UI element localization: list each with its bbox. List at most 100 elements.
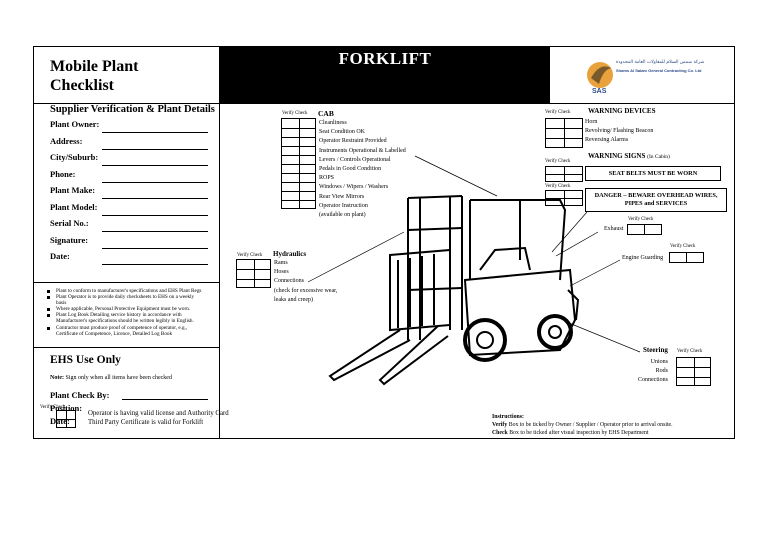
- note-item: Plant Log Book Detailing service history…: [47, 312, 205, 324]
- grid-divider: [282, 137, 315, 138]
- supplier-field-line[interactable]: [102, 264, 208, 265]
- warning-signs-heading: WARNING SIGNS (In Cabin): [588, 152, 670, 160]
- warning-devices-verify-label: Verify Check: [545, 110, 571, 115]
- supplier-field-row: Plant Model:: [50, 202, 210, 216]
- note-item: Where applicable, Personal Protective Eq…: [47, 306, 205, 312]
- warning-signs-verify-grid-2[interactable]: [545, 190, 583, 206]
- overhead-wires-sign: DANGER – BEWARE OVERHEAD WIRES, PIPES an…: [585, 188, 727, 212]
- overhead-wires-line-1: DANGER – BEWARE OVERHEAD WIRES,: [594, 192, 718, 199]
- supplier-field-label: Address:: [50, 135, 83, 146]
- instructions-verify-text: Box to be ticked by Owner / Supplier / O…: [507, 422, 673, 428]
- checklist-item: Levers / Controls Operational: [319, 156, 391, 163]
- checklist-item: Horn: [585, 119, 598, 125]
- warning-devices-title: WARNING DEVICES: [588, 107, 656, 115]
- supplier-field-row: Date:: [50, 251, 210, 265]
- engine-guarding-label: Engine Guarding: [622, 255, 664, 261]
- cab-verify-grid[interactable]: [281, 118, 316, 209]
- grid-divider: [237, 279, 270, 280]
- instructions: Instructions: Verify Box to be ticked by…: [492, 413, 673, 437]
- logo-english-text: Shams Al Salam General Contracting Co. L…: [616, 68, 702, 73]
- ehs-section-title: EHS Use Only: [50, 354, 121, 366]
- checklist-item: Windows / Wipers / Washers: [319, 184, 389, 191]
- ehs-verify-label: Verify Check: [40, 405, 66, 410]
- checklist-item: Rear View Mirrors: [319, 193, 365, 200]
- company-logo: SAS شركة شمس السلام للمقاولات العامة الم…: [583, 54, 705, 96]
- checklist-item: Hoses: [274, 269, 289, 276]
- plant-check-by-line[interactable]: [122, 399, 208, 400]
- supplier-field-label: Plant Model:: [50, 201, 98, 212]
- supplier-field-line[interactable]: [102, 214, 208, 216]
- grid-divider: [282, 200, 315, 201]
- grid-divider: [282, 191, 315, 192]
- checklist-item: Connections: [638, 377, 668, 384]
- grid-divider: [282, 146, 315, 147]
- forklift-illustration: [328, 195, 580, 386]
- warning-signs-verify-label-2: Verify Check: [545, 184, 571, 189]
- supplier-field-line[interactable]: [102, 148, 208, 150]
- checklist-item: Seat Condition OK: [319, 129, 365, 136]
- supplier-field-line[interactable]: [102, 231, 208, 232]
- cab-verify-label: Verify Check: [282, 111, 308, 116]
- supplier-field-row: Plant Owner:: [50, 119, 210, 133]
- supplier-field-label: Plant Owner:: [50, 119, 100, 129]
- instructions-verify: Verify Box to be ticked by Owner / Suppl…: [492, 421, 673, 429]
- engine-guarding-verify-label: Verify Check: [670, 244, 696, 249]
- logo-arabic-text: شركة شمس السلام للمقاولات العامة المحدود…: [616, 60, 705, 65]
- checklist-item: leaks and creep): [274, 296, 313, 303]
- forklift-banner: FORKLIFT: [220, 46, 550, 103]
- ehs-date-label: Date:: [50, 416, 70, 426]
- supplier-field-line[interactable]: [102, 181, 208, 183]
- header-divider: [33, 103, 735, 104]
- ehs-verify-grid[interactable]: [56, 410, 76, 428]
- supplier-field-label: Serial No.:: [50, 218, 89, 228]
- grid-divider: [677, 367, 710, 368]
- grid-divider: [299, 119, 300, 208]
- grid-divider: [677, 377, 710, 378]
- engine-guarding-verify-grid[interactable]: [669, 252, 704, 263]
- supplier-field-row: City/Suburb:: [50, 152, 210, 166]
- checklist-item: Unions: [650, 359, 668, 365]
- checklist-item: Revolving/ Flashing Beacon: [585, 128, 654, 135]
- ehs-item-license: Operator is having valid license and Aut…: [88, 410, 229, 417]
- supplier-field-label: City/Suburb:: [50, 152, 99, 162]
- instructions-check-text: Box to be ticked after visual inspection…: [507, 430, 649, 436]
- grid-divider: [282, 155, 315, 156]
- column-divider: [219, 46, 220, 439]
- checklist-item: Pedals in Good Condition: [319, 166, 382, 173]
- warning-signs-verify-grid-1[interactable]: [545, 166, 583, 182]
- supplier-field-line[interactable]: [102, 247, 208, 249]
- ehs-item-certificate: Third Party Certificate is valid for For…: [88, 419, 204, 426]
- grid-divider: [546, 128, 582, 129]
- supplier-field-line[interactable]: [102, 198, 208, 199]
- position-label: Position:: [50, 403, 83, 413]
- logo-graphic: SAS: [587, 62, 613, 95]
- checklist-item: Reversing Alarms: [585, 137, 629, 144]
- title-line-1: Mobile Plant: [50, 58, 139, 75]
- checklist-item: Operator Instruction: [319, 202, 368, 209]
- supplier-field-row: Phone:: [50, 169, 210, 183]
- steering-title: Steering: [643, 346, 668, 354]
- checklist-item: (available on plant): [319, 212, 366, 219]
- warning-devices-verify-grid[interactable]: [545, 118, 583, 148]
- supplier-field-line[interactable]: [102, 165, 208, 166]
- checklist-item: (check for excessive wear,: [274, 287, 338, 294]
- steering-verify-grid[interactable]: [676, 357, 711, 386]
- grid-divider: [282, 128, 315, 129]
- ehs-note-text: Sign only when all items have been check…: [65, 375, 172, 381]
- seat-belt-sign: SEAT BELTS MUST BE WORN: [585, 166, 721, 181]
- hydraulics-verify-label: Verify Check: [237, 253, 263, 258]
- grid-divider: [694, 358, 695, 385]
- ehs-divider: [33, 347, 220, 348]
- supplier-field-row: Plant Make:: [50, 185, 210, 199]
- exhaust-verify-grid[interactable]: [627, 224, 662, 235]
- warning-signs-title: WARNING SIGNS: [588, 152, 646, 160]
- ehs-note: Note: Sign only when all items have been…: [50, 375, 172, 381]
- supplier-field-line[interactable]: [102, 132, 208, 133]
- hydraulics-verify-grid[interactable]: [236, 259, 271, 288]
- exhaust-verify-label: Verify Check: [628, 217, 654, 222]
- supplier-field-row: Serial No.:: [50, 218, 210, 232]
